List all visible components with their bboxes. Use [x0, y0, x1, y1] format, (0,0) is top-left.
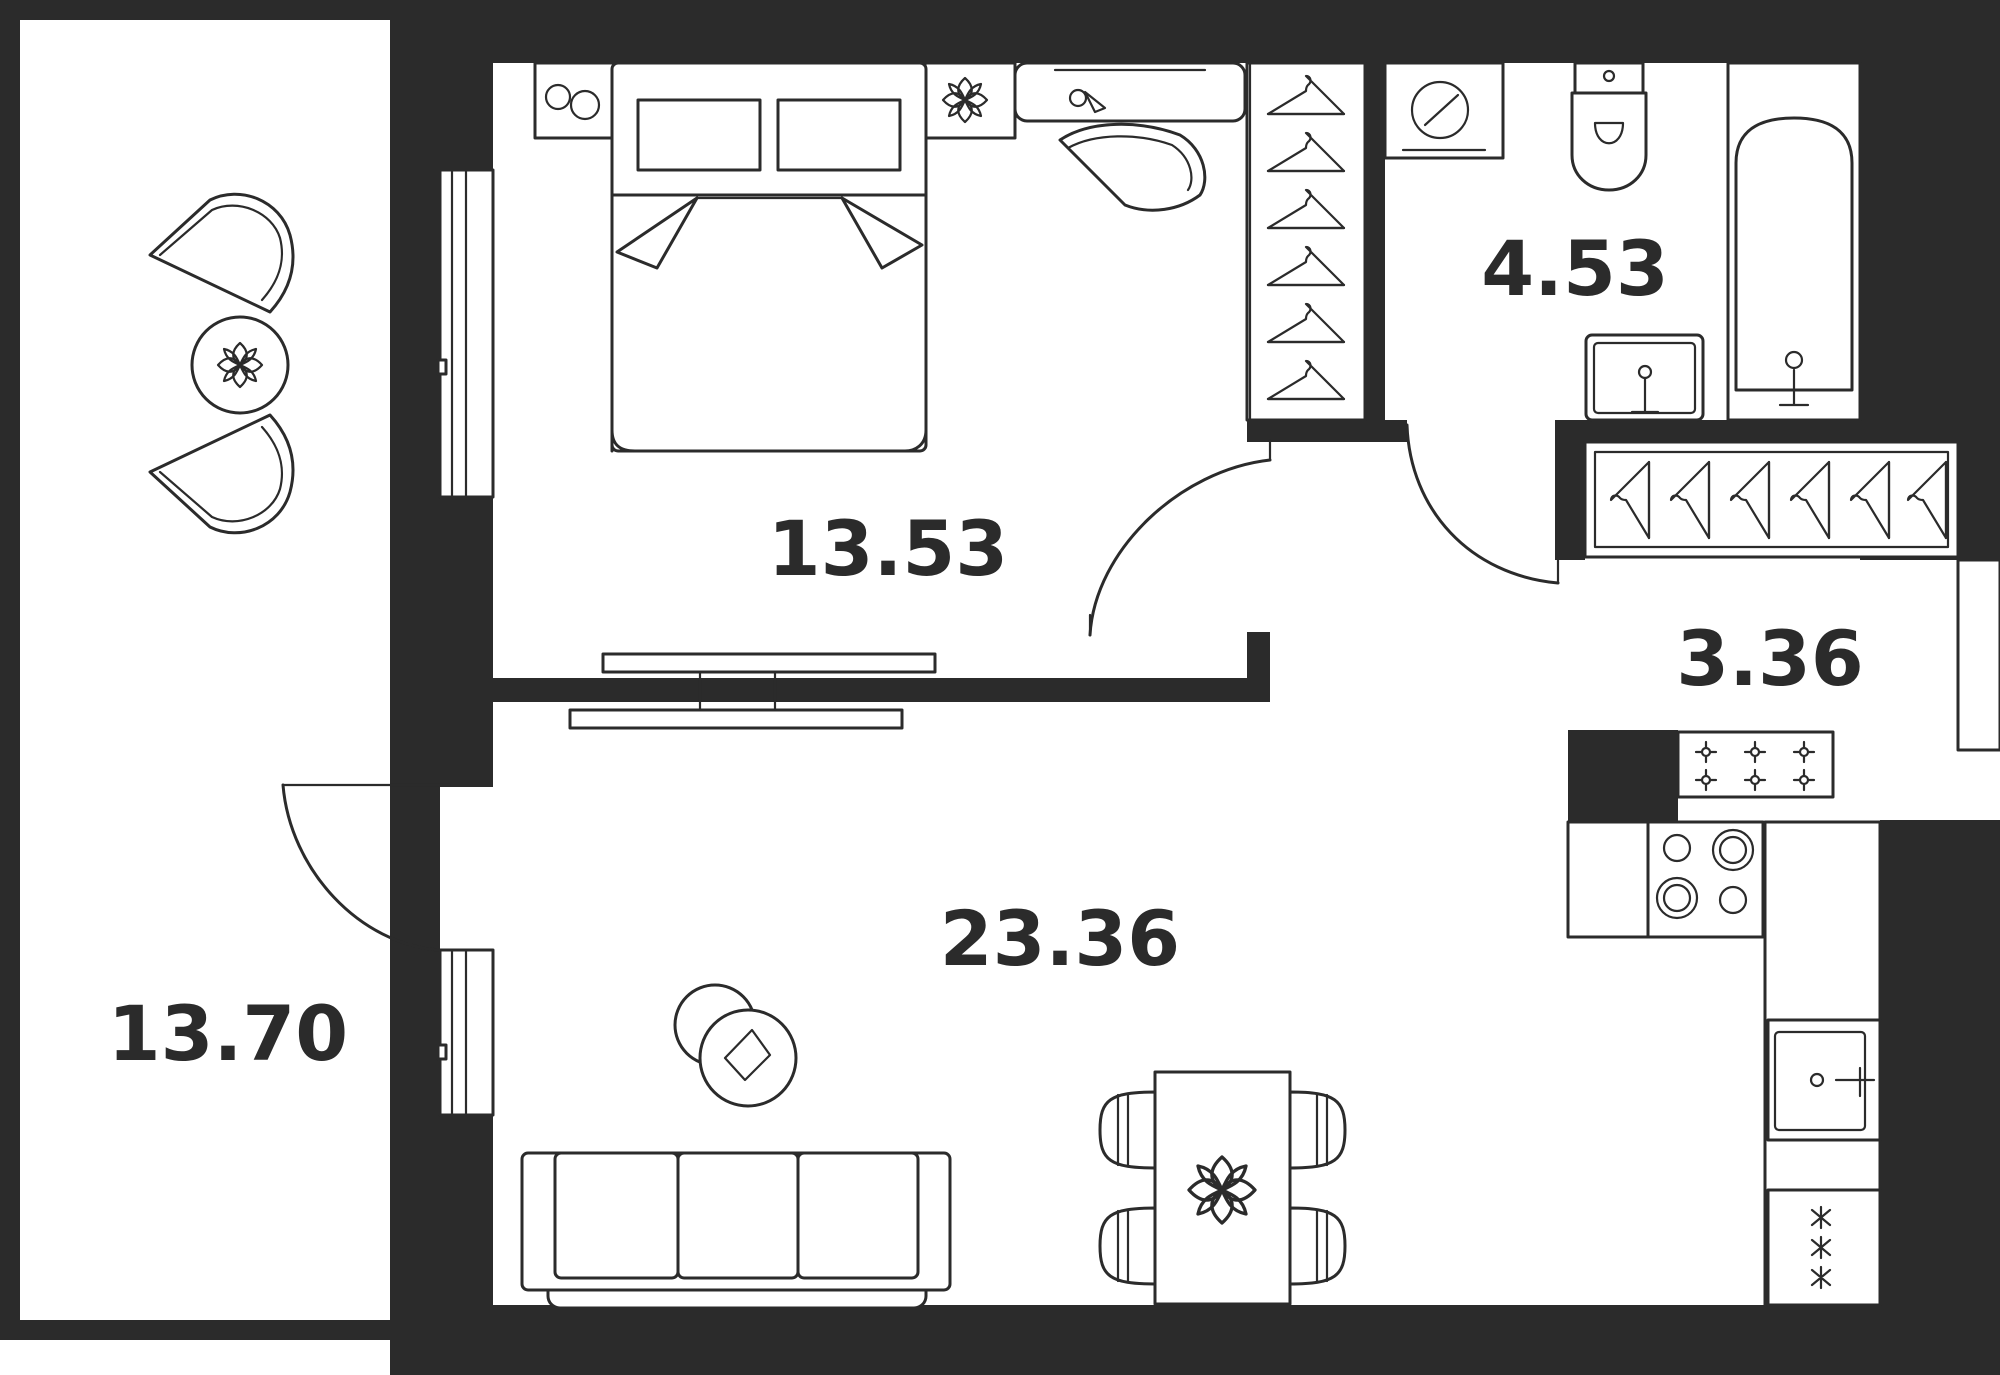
tv-unit — [568, 652, 937, 730]
washing-machine-icon — [1383, 61, 1505, 160]
area-living-kitchen: 23.36 — [940, 894, 1180, 983]
wardrobe-hallway — [1583, 440, 1960, 559]
wardrobe-bedroom — [1245, 61, 1367, 422]
bathroom-bottom-wall — [1555, 420, 1860, 442]
bathroom-left-wall — [1365, 60, 1385, 442]
outer-wall-left-3 — [390, 1115, 493, 1375]
door-arc-icon — [1405, 423, 1560, 585]
bed-icon — [533, 61, 1017, 453]
outer-wall-left-1 — [390, 0, 493, 170]
kitchen-counter — [1763, 820, 1882, 1307]
door-arc-icon — [1088, 438, 1272, 637]
outer-wall-left-thin — [390, 170, 440, 497]
sofa-icon — [520, 1151, 952, 1310]
counter-knobs — [1676, 730, 1835, 799]
outer-wall-right-bottom — [1880, 820, 2000, 1375]
door-arc-icon — [281, 783, 452, 952]
bathtub-icon — [1726, 61, 1862, 422]
entrance-door — [1956, 558, 2000, 752]
bedroom-bottom-wall — [493, 678, 1270, 702]
hall-closet-wall — [1555, 420, 1585, 560]
outer-wall-loggia-left — [0, 0, 20, 1340]
window-loggia-top — [436, 168, 495, 499]
toilet-icon — [1570, 61, 1648, 192]
outer-wall-left-2 — [390, 497, 493, 787]
area-hallway: 3.36 — [1676, 614, 1864, 703]
desk-chair-icon — [1013, 61, 1247, 212]
outer-wall-top — [390, 0, 2000, 63]
area-bathroom: 4.53 — [1481, 224, 1669, 313]
sink-icon — [1584, 333, 1705, 422]
area-loggia: 13.70 — [108, 989, 348, 1078]
area-bedroom: 13.53 — [768, 504, 1008, 593]
coffee-table — [673, 983, 798, 1108]
kitchen-wall-block — [1568, 730, 1678, 822]
outer-wall-loggia — [0, 0, 390, 20]
armchair-icon — [148, 192, 295, 535]
stove-icon — [1566, 820, 1765, 939]
bedroom-right-wall-stub — [1247, 632, 1270, 702]
outer-wall-loggia-bottom — [0, 1320, 390, 1340]
dining-table-icon — [1098, 1070, 1347, 1306]
outer-wall-bottom — [390, 1305, 2000, 1375]
window-loggia-bottom — [436, 948, 495, 1117]
outer-wall-left-thin-2 — [390, 787, 440, 1115]
